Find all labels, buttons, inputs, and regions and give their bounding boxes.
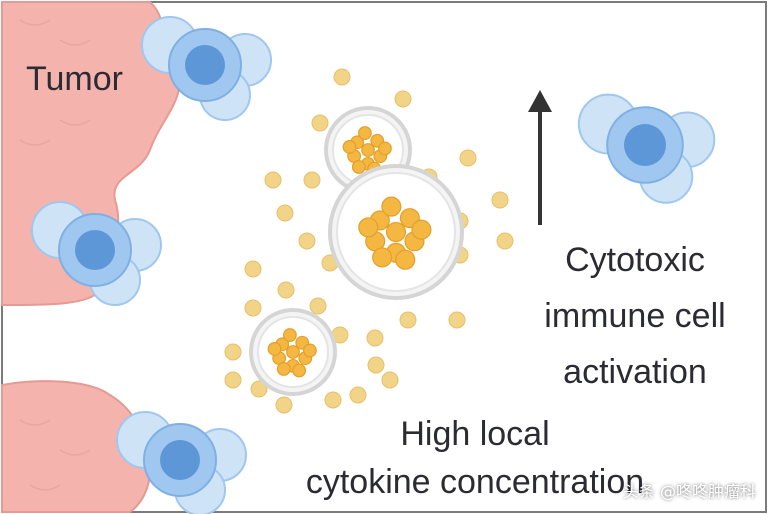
cytokine-dot-icon [349,386,367,404]
vesicles [249,106,464,396]
cytokine-dot-icon [381,371,399,389]
immune-cells [31,16,716,514]
cytokine-dot-icon [244,260,262,278]
tumor-label: Tumor [26,60,123,98]
cytokine-dot-icon [309,297,327,315]
cytokine-dot-icon [496,232,514,250]
cytokine-dot-icon [324,391,342,409]
vesicle-cell-cluster-icon [249,308,337,396]
activation-line-1: Cytotoxic [565,241,705,279]
cytokine-dot-icon [311,114,329,132]
immune-cell-icon [141,16,272,121]
activation-line-2: immune cell [544,297,726,335]
cytokine-line-1: High local [400,415,550,453]
cytokine-dots [224,68,514,414]
cytokine-dot-icon [264,171,282,189]
cytokine-dot-icon [459,149,477,167]
vesicle-cell-cluster-icon [328,164,464,300]
cytokine-line-2: cytokine concentration [305,463,645,501]
immune-cell-icon [577,93,716,204]
cytokine-dot-icon [275,396,293,414]
immune-activation-label: Cytotoxic immune cell activation [520,232,750,400]
cytokine-dot-icon [303,171,321,189]
immune-cell-icon [31,201,162,306]
cytokine-dot-icon [491,191,509,209]
cytokine-dot-icon [250,380,268,398]
cytokine-dot-icon [448,311,466,329]
immune-cell-icon [116,411,247,514]
up-arrow [528,90,552,225]
cytokine-dot-icon [394,90,412,108]
vesicle-cell-cluster-icon [324,106,412,194]
cytokine-dot-icon [367,356,385,374]
activation-line-3: activation [563,353,707,391]
cytokine-dot-icon [333,68,351,86]
cytokine-dot-icon [298,232,316,250]
cytokine-dot-icon [399,311,417,329]
cytokine-dot-icon [276,204,294,222]
cytokine-dot-icon [277,281,295,299]
cytokine-concentration-label: High local cytokine concentration [270,410,680,506]
watermark: 头条 @咚咚肿瘤科 [622,482,756,501]
cytokine-dot-icon [224,371,242,389]
cytokine-dot-icon [244,299,262,317]
cytokine-dot-icon [224,343,242,361]
cytokine-dot-icon [366,329,384,347]
